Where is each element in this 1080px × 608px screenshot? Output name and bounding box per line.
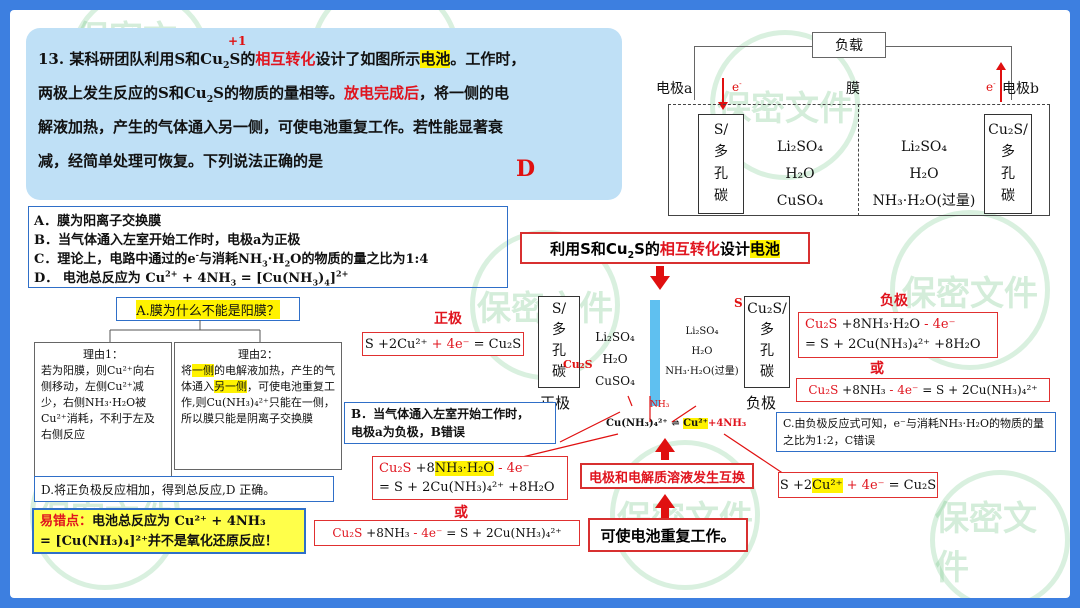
repeat-arrow-shaft (661, 506, 669, 518)
repeat-box: 可使电池重复工作。 (588, 518, 748, 552)
exchange-arrow-shaft (661, 450, 669, 460)
watermark-seal: 保密文件 (930, 470, 1070, 598)
s-mark: S (734, 296, 743, 310)
question-line-3: 解液加热，产生的气体通入另一侧，可使电池重复工作。若性能显著衰 (38, 118, 504, 136)
question-panel (26, 28, 622, 200)
load-box: 负载 (812, 32, 886, 58)
left-electrode: S/多孔碳 (698, 114, 744, 214)
title-arrow-shaft (656, 266, 664, 278)
electron-arrow-down-head (718, 102, 728, 110)
option-d: D． 电池总反应为 Cu2+ + 4NH3 = [Cu(NH3)4]2+ (34, 268, 349, 288)
arrow-right-up (671, 405, 697, 423)
option-a: A．膜为阳离子交换膜 (34, 214, 162, 229)
question-line-2: 两极上发生反应的S和Cu2S的物质的量相等。放电完成后，将一侧的电 (38, 84, 510, 105)
electron-right-label: e- (986, 79, 996, 94)
electron-arrow-up-head (996, 62, 1006, 70)
membrane-label: 膜 (846, 81, 860, 97)
reason-1: 理由1： 若为阳膜，则Cu²⁺向右侧移动，左侧Cu²⁺减少，右侧NH₃·H₂O被… (34, 342, 172, 480)
b-note: B．当气体通入左室开始工作时， 电极a为负极，B错误 (344, 402, 556, 444)
oxidation-mark: +1 (228, 34, 247, 48)
electrode-b-label: 电极b (1002, 81, 1039, 97)
electron-arrow-down (722, 78, 724, 104)
error-note: 易错点：电池总反应为 Cu²⁺ + 4NH₃ = [Cu(NH₃)₄]²⁺并不是… (32, 508, 306, 554)
arrow-left-eq (509, 433, 619, 461)
membrane-line (858, 104, 859, 216)
negative-equation-1: Cu₂S +8NH₃·H₂O - 4e⁻ = S + 2Cu(NH₃)₄²⁺ +… (798, 312, 998, 358)
electron-left-label: e- (732, 79, 742, 94)
mid-equation-2: Cu₂S +8NH₃ - 4e⁻ = S + 2Cu(NH₃)₄²⁺ (314, 520, 580, 546)
question-line-1: 13. 某科研团队利用S和Cu2S的相互转化设计了如图所示电池。工作时， (38, 50, 526, 71)
equilibrium: Cu(NH₃)₄²⁺ ⇌ Cu²⁺+4NH₃ (606, 418, 747, 429)
center-title: 利用S和Cu2S的相互转化设计电池 (520, 232, 810, 264)
answer-letter: D (516, 156, 536, 182)
watermark-seal: 保密文件 (890, 210, 1050, 370)
mid-equation-1: Cu₂S +8NH₃·H₂O - 4e⁻ = S + 2Cu(NH₃)₄²⁺ +… (372, 456, 568, 500)
cu2s-mark: Cu₂S (563, 358, 593, 371)
d-note: D.将正负极反应相加，得到总反应,D 正确。 (34, 476, 334, 502)
membrane-question: A.膜为什么不能是阳膜？ (116, 297, 300, 321)
repeat-arrow-up (655, 494, 675, 508)
nh3-label: NH₃ (650, 400, 670, 410)
mid-left-electrode: S/多孔碳 (538, 296, 580, 388)
positive-title: 正极 (434, 311, 462, 327)
right-equation: S +2Cu²⁺ + 4e⁻ = Cu₂S (778, 472, 938, 498)
right-electrode: Cu₂S/多孔碳 (984, 114, 1032, 214)
mid-arrows (509, 395, 791, 479)
or-label-2: 或 (454, 505, 468, 521)
question-line-4: 减，经简单处理可恢复。下列说法正确的是 (38, 152, 324, 170)
c-note: C.由负极反应式可知，e⁻与消耗NH₃·H₂O的物质的量之比为1:2，C错误 (776, 412, 1056, 452)
reason-2: 理由2： 将一侧的电解液加热，产生的气体通入另一侧，可使电池重复工作,则Cu(N… (174, 342, 342, 470)
positive-equation: S +2Cu²⁺ + 4e⁻ = Cu₂S (362, 332, 524, 356)
option-c: C．理论上，电路中通过的e-与消耗NH3·H2O的物质的量之比为1:4 (34, 249, 429, 269)
top-cell-diagram: 负载 电极a 电极b 膜 e- e- S/多孔碳 Cu₂S/多孔碳 Li₂SO₄… (650, 24, 1054, 220)
title-arrow-down (650, 276, 670, 290)
mid-right-electrode: Cu₂S/多孔碳 (744, 296, 790, 388)
mid-membrane (650, 300, 660, 406)
arrow-to-b-note (559, 411, 621, 443)
exchange-arrow-up (655, 438, 675, 452)
or-label-1: 或 (870, 361, 884, 377)
reason-connector (109, 320, 261, 344)
slide: 保密文件 保密文件 保密文件 保密文件 保密文件 保密文件 保密文件 保密文件 … (10, 10, 1070, 598)
negative-equation-2: Cu₂S +8NH₃ - 4e⁻ = S + 2Cu(NH₃)₄²⁺ (796, 378, 1050, 402)
option-b: B．当气体通入左室开始工作时，电极a为正极 (34, 233, 301, 248)
negative-label: 负极 (746, 394, 777, 412)
electron-arrow-up (1000, 68, 1002, 102)
exchange-box: 电极和电解质溶液发生互换 (580, 463, 754, 489)
negative-title: 负极 (880, 293, 908, 309)
electrode-a-label: 电极a (656, 81, 693, 97)
cuso4-strike (627, 395, 633, 407)
arrow-right-eq (723, 433, 791, 479)
cell-container (668, 104, 1050, 216)
options-panel (28, 206, 508, 288)
